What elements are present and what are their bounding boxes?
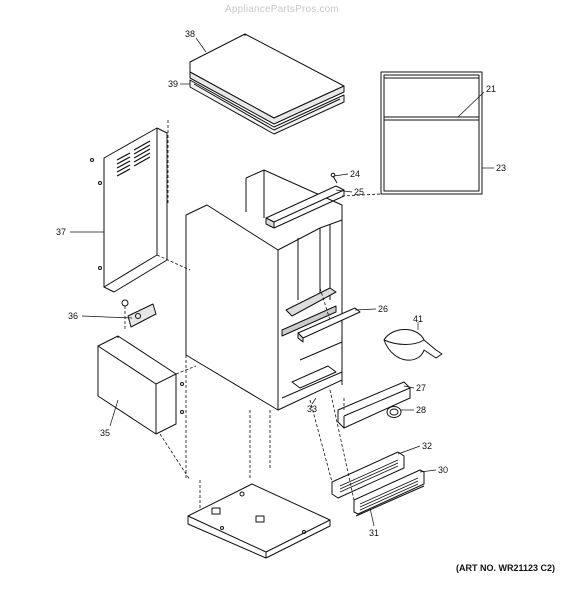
callout-41: 41 bbox=[413, 314, 423, 324]
callout-38: 38 bbox=[185, 29, 195, 39]
cabinet-side-panel[interactable] bbox=[185, 204, 279, 411]
callout-21: 21 bbox=[486, 84, 496, 94]
callout-25: 25 bbox=[354, 187, 364, 197]
cabinet-frame[interactable] bbox=[245, 169, 343, 411]
callout-26: 26 bbox=[378, 304, 388, 314]
part-25-top-crossbar[interactable] bbox=[265, 185, 345, 229]
callout-31: 31 bbox=[369, 528, 379, 538]
part-28-grommet[interactable] bbox=[386, 406, 402, 418]
callout-28: 28 bbox=[416, 405, 426, 415]
watermark-text: AppliancePartsPros.com bbox=[225, 4, 339, 15]
callout-27: 27 bbox=[416, 383, 426, 393]
part-32-grille[interactable] bbox=[331, 451, 405, 499]
callout-23: 23 bbox=[496, 163, 506, 173]
art-number-label: (ART NO. WR21123 C2) bbox=[455, 563, 555, 573]
part-41-ice-scoop[interactable] bbox=[383, 329, 443, 361]
callout-37: 37 bbox=[56, 227, 66, 237]
callout-33: 33 bbox=[307, 404, 317, 414]
part-21-door-gasket[interactable] bbox=[384, 116, 479, 121]
part-24-screw[interactable] bbox=[330, 172, 338, 184]
callout-35: 35 bbox=[100, 428, 110, 438]
part-31-filter-frame[interactable] bbox=[355, 485, 425, 517]
callout-39: 39 bbox=[168, 79, 178, 89]
part-36-bracket[interactable] bbox=[127, 303, 157, 328]
callout-36: 36 bbox=[68, 311, 78, 321]
part-30-filter[interactable] bbox=[353, 469, 425, 515]
part-33-lower-bracket[interactable] bbox=[291, 365, 337, 389]
part-26-front-trim[interactable] bbox=[297, 307, 361, 343]
part-37-back-panel[interactable] bbox=[90, 127, 168, 307]
part-23-door-panel[interactable] bbox=[380, 71, 483, 195]
part-39-top-gasket[interactable] bbox=[189, 79, 345, 135]
part-27-kick-plate[interactable] bbox=[337, 381, 411, 429]
callout-32: 32 bbox=[422, 441, 432, 451]
part-38-top-panel[interactable] bbox=[189, 33, 345, 125]
part-35-access-panel[interactable] bbox=[97, 335, 184, 435]
callout-24: 24 bbox=[350, 169, 360, 179]
cabinet-base[interactable] bbox=[187, 483, 331, 559]
callout-30: 30 bbox=[438, 465, 448, 475]
